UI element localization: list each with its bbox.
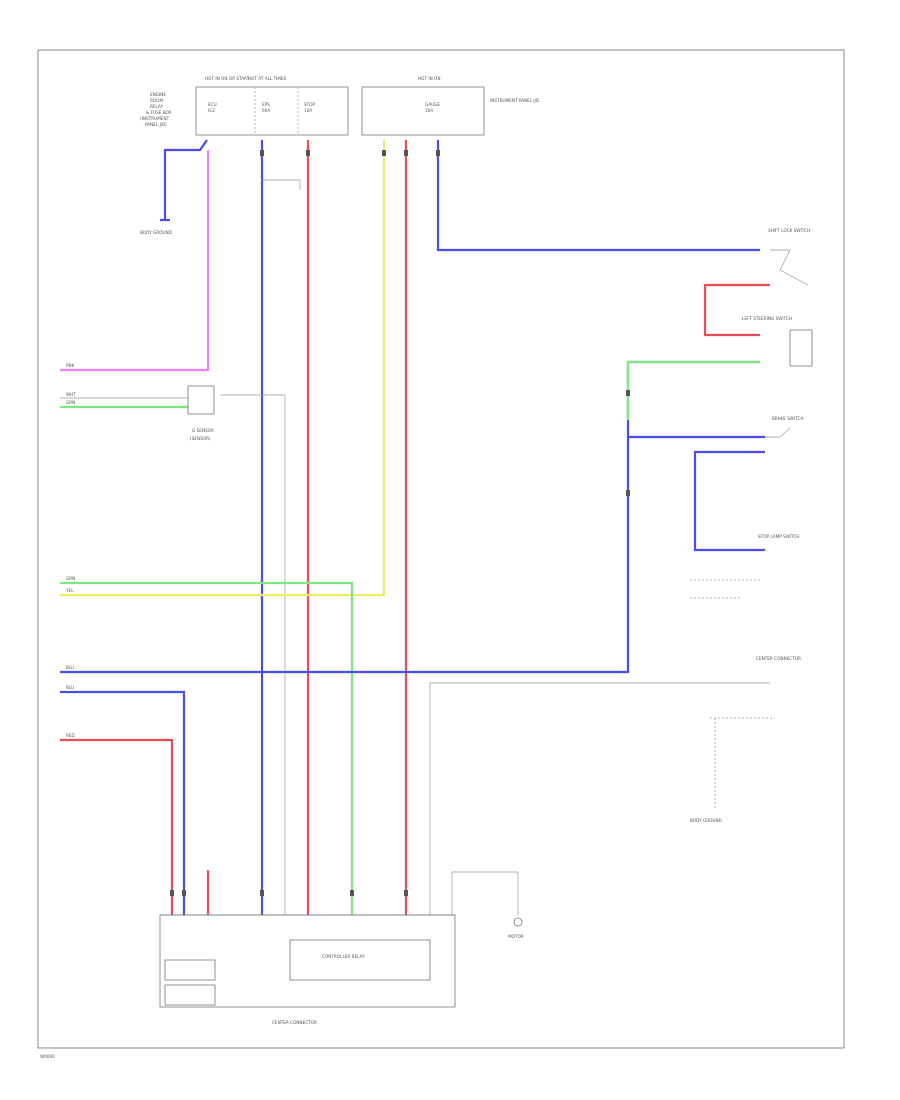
center-connector: CONTROLLER RELAY CENTER CONNECTOR [159, 914, 456, 1025]
label-fuse-3: EPS [262, 102, 270, 107]
wire-white-2 [220, 394, 286, 915]
label-motor: MOTOR [508, 934, 524, 939]
label-ground-bottom: BODY GROUND [690, 818, 722, 823]
label-wire-blue-lower: BLU [66, 685, 74, 690]
motor-circle [513, 917, 523, 927]
label-wire-white-left: WHT [66, 392, 76, 397]
motor: MOTOR [508, 917, 524, 939]
left-steering-box [789, 329, 813, 367]
top-junction-right: HOT IN ON INSTRUMENT PANEL J/B GAUGE 10A [361, 76, 539, 136]
wire-white-right [429, 682, 770, 915]
wire-yellow [60, 140, 386, 597]
label-left-steering: LEFT STEERING SWITCH [742, 316, 792, 321]
label-left-stack-6: PANEL J/B) [145, 122, 167, 127]
wire-blue-top-right [436, 140, 760, 252]
label-page-code: W0000 [40, 1054, 55, 1059]
label-fuse-4: 60A [262, 108, 270, 113]
label-wire-red-lower: RED [66, 733, 75, 738]
wire-tan-motor [451, 871, 519, 915]
label-fuse-7: GAUGE [425, 102, 440, 107]
label-left-stack-1: ENGINE [150, 92, 166, 97]
label-left-stack-4: & FUSE BOX [146, 110, 172, 115]
controller-relay-box [289, 939, 431, 981]
ecu-box-2 [164, 984, 216, 1006]
label-top-left-b: HOT AT ALL TIMES [248, 76, 287, 81]
conn-12 [626, 490, 630, 496]
label-fuse-1: ECU [208, 102, 217, 107]
conn-9 [350, 890, 354, 896]
wire-pink [60, 150, 210, 372]
label-wire-yellow: YEL [65, 588, 74, 593]
wire-red-lower-left [60, 738, 174, 915]
label-g-sensor: G SENSOR [192, 428, 214, 433]
label-left-stack-2: ROOM [150, 98, 164, 103]
conn-8 [260, 890, 264, 896]
label-wire-green-left: GRN [66, 400, 75, 405]
conn-11 [626, 390, 630, 396]
shift-lock-switch: SHIFT LOCK SWITCH [768, 228, 810, 286]
wire-green-right [626, 360, 760, 420]
top-junction-left: HOT IN ON OR START HOT AT ALL TIMES ENGI… [140, 76, 349, 136]
label-wire-pink: PNK [66, 363, 75, 368]
wire-blue-stop-lamp [693, 450, 765, 552]
conn-6 [170, 890, 174, 896]
conn-7 [182, 890, 186, 896]
wire-blue-lower-left [60, 690, 186, 915]
switch-shift-lock [770, 249, 809, 286]
wire-red-switch-loop [703, 283, 770, 337]
conn-5 [436, 150, 440, 156]
label-fuse-5: STOP [304, 102, 316, 107]
conn-4 [404, 150, 408, 156]
junction-box-right [361, 86, 485, 136]
center-connector-box [159, 914, 456, 1008]
label-fuse-8: 10A [425, 108, 433, 113]
label-center-conn-right: CENTER CONNECTOR [756, 656, 801, 661]
label-wire-blue-horizontal: BLU [66, 665, 74, 670]
ecu-box-1 [164, 959, 216, 981]
label-shift-lock: SHIFT LOCK SWITCH [768, 228, 810, 233]
label-wire-green-long: GRN [66, 576, 75, 581]
label-fuse-2: IG2 [208, 108, 215, 113]
label-top-right: HOT IN ON [418, 76, 440, 81]
label-left-stack-3: RELAY [150, 104, 164, 109]
g-sensor: G SENSOR (SENSOR) [187, 385, 215, 441]
label-controller-relay: CONTROLLER RELAY [322, 954, 365, 959]
label-stop-lamp: STOP LAMP SWITCH [758, 534, 800, 539]
wire-blue-horizontal [60, 360, 760, 674]
wire-blue-ground [163, 139, 208, 220]
label-left-stack-5: (INSTRUMENT [140, 116, 170, 121]
label-top-left-a: HOT IN ON OR START [205, 76, 250, 81]
label-brake-switch: BRAKE SWITCH [772, 416, 804, 421]
label-g-sensor-sub: (SENSOR) [190, 436, 211, 441]
brake-switch: BRAKE SWITCH [765, 416, 804, 438]
label-left-ground: BODY GROUND [140, 230, 172, 235]
wire-white-1 [262, 179, 301, 190]
junction-box-left [195, 86, 349, 136]
switch-brake [765, 427, 791, 438]
label-center-connector: CENTER CONNECTOR [272, 1020, 317, 1025]
conn-2 [306, 150, 310, 156]
diagram-frame [37, 49, 845, 1049]
conn-3 [382, 150, 386, 156]
g-sensor-box [187, 385, 215, 415]
conn-1 [260, 150, 264, 156]
label-top-right-side: INSTRUMENT PANEL J/B [490, 98, 539, 103]
label-fuse-6: 10A [304, 108, 312, 113]
stop-lamp-switch: STOP LAMP SWITCH [758, 534, 800, 539]
wire-green-long [60, 581, 354, 915]
left-steering-switch: LEFT STEERING SWITCH [742, 316, 813, 367]
conn-10 [404, 890, 408, 896]
